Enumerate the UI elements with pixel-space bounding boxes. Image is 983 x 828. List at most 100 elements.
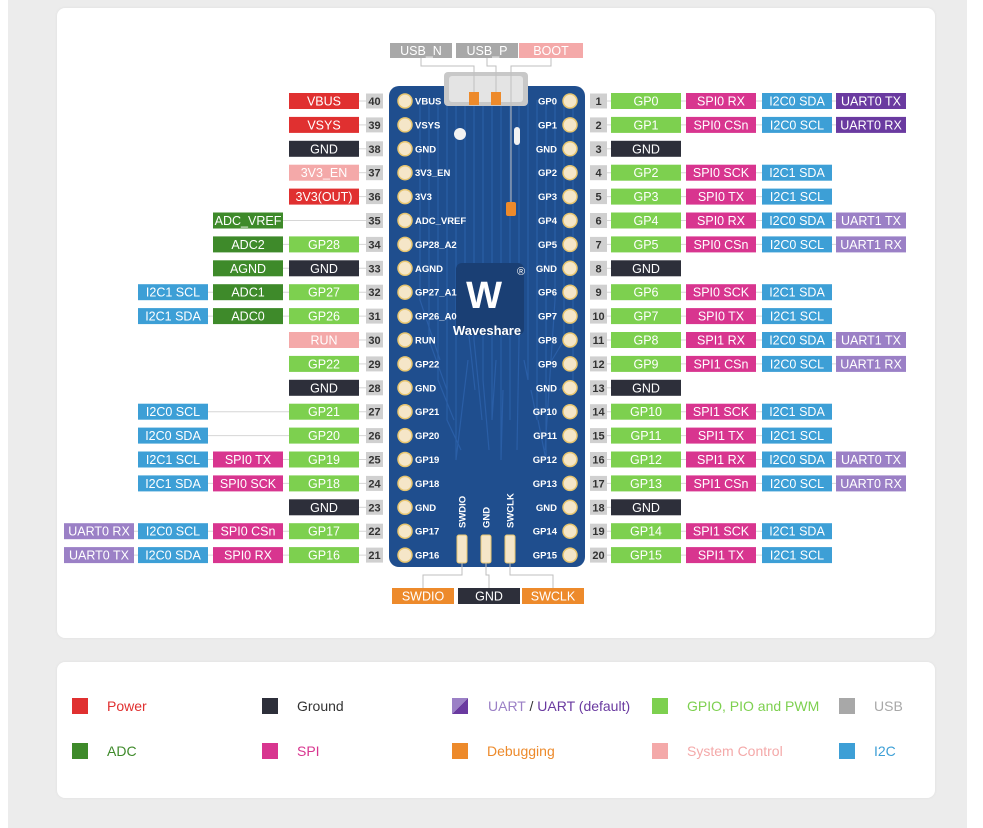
pad-label-left: GND [415, 144, 436, 155]
pin-label-bg [762, 451, 832, 468]
pin-label-text: VBUS [307, 95, 341, 109]
pin-label: UART1 TX [836, 332, 906, 348]
pin-number-bg [366, 236, 383, 252]
top-label: USB_N [390, 43, 452, 58]
pin-label: GND [611, 499, 681, 516]
pad-label-left: GP20 [415, 431, 439, 442]
pin-label-bg [611, 332, 681, 348]
legend-text: UART / UART (default) [488, 698, 630, 714]
pad-label-left: 3V3 [415, 192, 432, 203]
top-connector [510, 58, 552, 202]
pin-label-bg [686, 164, 756, 181]
pin-label-bg [611, 212, 681, 229]
legend-item: Debugging [452, 743, 555, 759]
bottom-connector [485, 563, 490, 588]
waveshare-logo-text: Waveshare [453, 323, 521, 338]
bottom-label: GND [458, 588, 520, 604]
pin-label: I2C0 SDA [138, 427, 208, 444]
pad-right [562, 547, 578, 563]
pin-label-bg [762, 523, 832, 540]
top-label-text: BOOT [533, 44, 569, 58]
pin-label-bg [686, 547, 756, 564]
pin-label: SPI0 TX [686, 188, 756, 205]
pin-label-text: GP13 [630, 477, 662, 491]
legend-item: ADC [72, 743, 137, 759]
pad-left [397, 212, 413, 229]
pin-label-text: I2C0 SCL [770, 477, 824, 491]
pin-number: 11 [593, 335, 605, 347]
pin-label-bg [611, 308, 681, 325]
pin-label-text: GP5 [633, 238, 658, 252]
pin-label: GP4 [611, 212, 681, 229]
pin-label-bg [686, 188, 756, 205]
pin-label: I2C1 SCL [762, 427, 832, 444]
pad-left [397, 547, 413, 563]
pin-label-text: I2C1 SDA [769, 166, 825, 180]
pin-label-text: SPI1 SCK [693, 525, 750, 539]
board-trace [500, 100, 504, 461]
pin-label-bg [611, 164, 681, 181]
pad-left [397, 499, 413, 516]
pin-label-bg [289, 116, 359, 133]
pad-left [397, 523, 413, 539]
top-label-bg [519, 43, 583, 58]
pad-label-bottom: SWDIO [458, 496, 469, 528]
pin-number: 34 [368, 239, 381, 251]
pin-label-text: GP14 [630, 525, 662, 539]
top-label-bg [456, 43, 518, 58]
pin-label-bg [762, 188, 832, 205]
pin-label-text: I2C0 SDA [769, 334, 825, 348]
pin-label-bg [762, 236, 832, 253]
pin-label-text: GP17 [308, 525, 340, 539]
pad-right [562, 141, 578, 157]
legend-text: ADC [107, 743, 137, 759]
pin-label-bg [762, 403, 832, 420]
pin-label: GND [289, 379, 359, 396]
pin-label-bg [611, 355, 681, 372]
legend-text: GPIO, PIO and PWM [687, 698, 819, 714]
pin-label: SPI0 RX [686, 93, 756, 109]
pin-label-text: UART1 TX [841, 214, 902, 228]
pin-label-text: UART0 TX [69, 549, 130, 563]
pin-label-bg [611, 379, 681, 396]
pin-label-bg [686, 93, 756, 109]
pin-label-bg [213, 260, 283, 277]
legend-text-separator: / [526, 698, 538, 714]
pin-label-text: SPI0 RX [697, 95, 746, 109]
pin-number: 37 [368, 168, 380, 180]
bottom-label-bg [392, 588, 454, 604]
pin-label-text: I2C0 SDA [769, 214, 825, 228]
pin-number: 23 [368, 502, 380, 514]
pin-number: 33 [368, 263, 380, 275]
pad-right [562, 427, 578, 444]
pin-label: GP14 [611, 523, 681, 540]
pad-right [562, 117, 578, 133]
pin-number-bg [366, 117, 383, 133]
pad-label-left: 3V3_EN [415, 168, 451, 179]
pin-label: SPI1 RX [686, 332, 756, 348]
top-connector [420, 58, 475, 92]
pad-right [562, 260, 578, 277]
pad-label-bottom: GND [482, 507, 493, 528]
pin-label-bg [686, 236, 756, 253]
pin-label-text: 3V3_EN [301, 166, 348, 180]
pin-label-text: GND [310, 381, 338, 395]
pin-label-text: SPI0 TX [698, 190, 745, 204]
pad-label-right: GP14 [533, 527, 558, 538]
pin-label-text: ADC0 [231, 310, 264, 324]
pad-label-left: GND [415, 503, 436, 514]
pin-label: I2C1 SDA [762, 164, 832, 181]
pin-label-bg [836, 475, 906, 492]
pin-label-text: 3V3(OUT) [296, 190, 353, 204]
pin-label-text: GP22 [308, 357, 340, 371]
pin-number: 5 [595, 192, 601, 204]
board-trace [537, 100, 547, 461]
pin-number-bg [590, 260, 607, 276]
pin-label: GP20 [289, 427, 359, 444]
pin-number: 17 [592, 478, 604, 490]
pin-label-text: GND [310, 262, 338, 276]
legend-swatch [72, 698, 88, 714]
pin-label-bg [836, 451, 906, 468]
pin-label: I2C1 SDA [138, 475, 208, 492]
pin-label-text: I2C1 SCL [146, 286, 200, 300]
